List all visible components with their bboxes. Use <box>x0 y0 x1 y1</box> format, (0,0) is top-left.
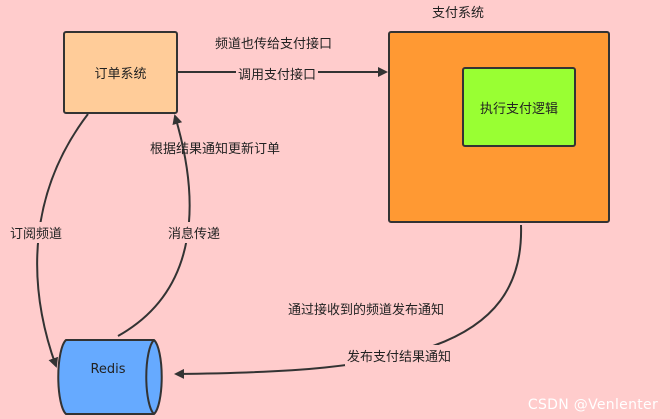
payment-system-title: 支付系统 <box>432 6 485 21</box>
label-channel-sent-to-payment-api: 频道也传给支付接口 <box>215 37 333 52</box>
label-publish-via-received-channel: 通过接收到的频道发布通知 <box>288 303 445 318</box>
label-subscribe-channel: 订阅频道 <box>8 222 65 243</box>
label-update-order-by-result: 根据结果通知更新订单 <box>150 142 281 157</box>
redis-cylinder <box>57 339 163 415</box>
redis-label: Redis <box>90 362 126 377</box>
execute-payment-logic-node: 执行支付逻辑 <box>462 67 576 147</box>
label-call-payment-api: 调用支付接口 <box>236 63 319 84</box>
label-message-delivery: 消息传递 <box>166 222 223 243</box>
label-publish-payment-result: 发布支付结果通知 <box>345 345 454 366</box>
order-system-node: 订单系统 <box>63 31 178 114</box>
execute-payment-logic-label: 执行支付逻辑 <box>479 101 558 117</box>
watermark-text: CSDN @Venlenter <box>527 397 658 413</box>
order-system-label: 订单系统 <box>94 67 147 82</box>
